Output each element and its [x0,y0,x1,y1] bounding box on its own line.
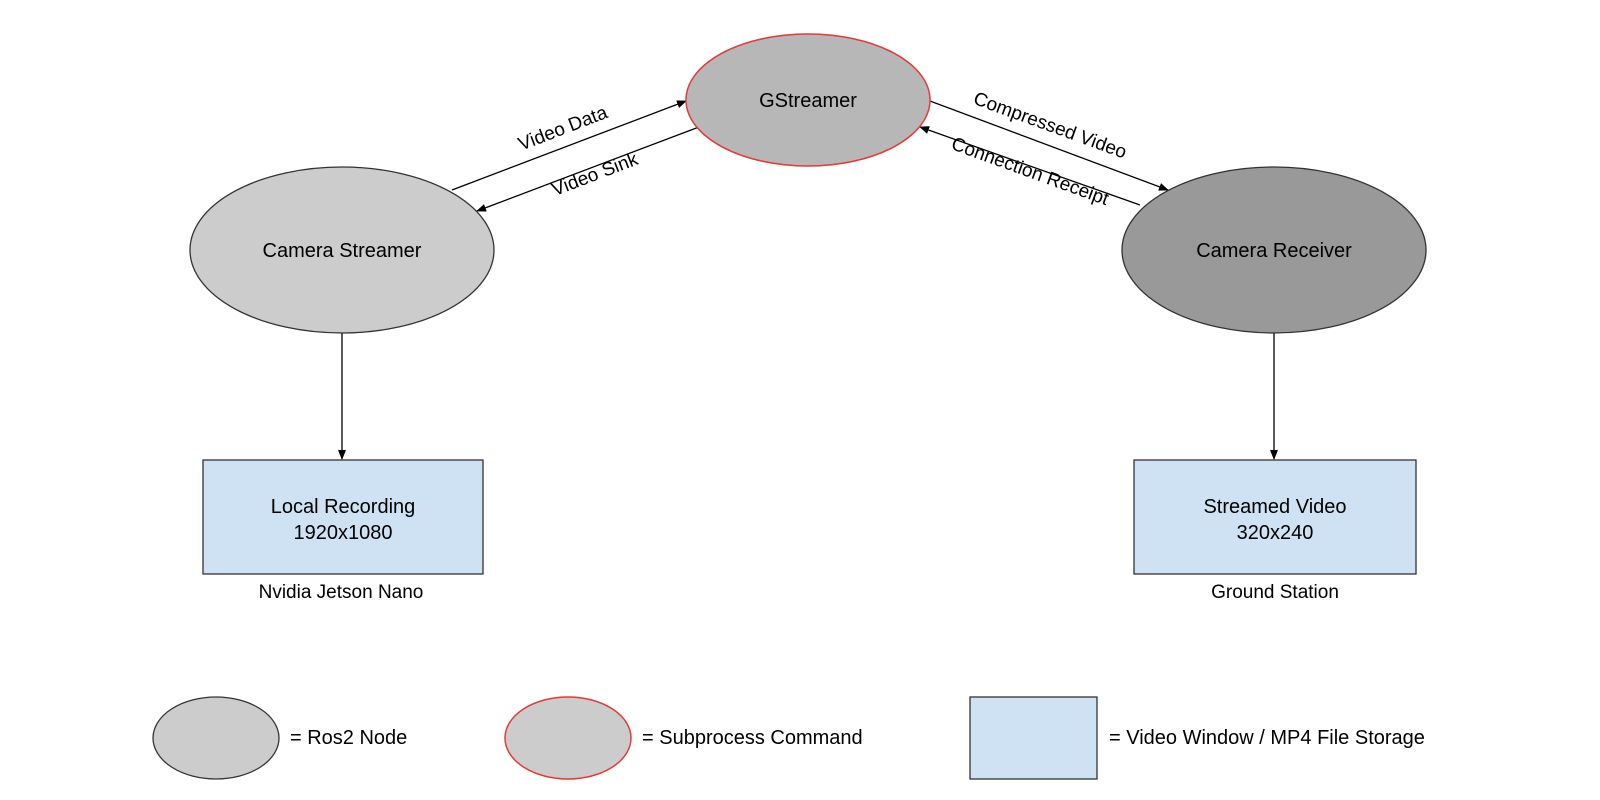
legend-video-window-swatch [969,696,1098,780]
local-recording-resolution: 1920x1080 [294,522,393,544]
edge-connection-receipt [919,126,1141,206]
gstreamer-node: GStreamer [685,33,931,167]
gstreamer-label: GStreamer [759,90,857,112]
legend-video-window-label: = Video Window / MP4 File Storage [1109,727,1425,749]
camera-streamer-node: Camera Streamer [189,166,495,334]
legend-video-window: = Video Window / MP4 File Storage [969,696,1425,780]
legend-ros2-node-swatch [152,696,280,780]
streamed-video-resolution: 320x240 [1237,522,1314,544]
local-recording-box: Local Recording 1920x1080 [202,459,484,575]
edge-video-sink [476,126,700,212]
legend-ros2-node-label: = Ros2 Node [290,727,407,749]
camera-receiver-label: Camera Receiver [1196,240,1352,262]
edge-video-data [451,100,687,191]
edge-label-video-sink: Video Sink [549,149,641,201]
legend-subprocess-label: = Subprocess Command [642,727,863,749]
local-recording-title: Local Recording [271,496,416,518]
camera-streamer-label: Camera Streamer [263,240,422,262]
legend-ros2-node: = Ros2 Node [152,696,407,780]
edge-compressed-video [929,100,1169,191]
legend-subprocess-swatch [504,696,632,780]
legend: = Ros2 Node = Subprocess Command = Video… [152,696,1425,780]
streamed-video-title: Streamed Video [1203,496,1346,518]
streamed-video-caption: Ground Station [1211,582,1339,603]
streamed-video-box: Streamed Video 320x240 [1133,459,1417,575]
camera-receiver-node: Camera Receiver [1121,166,1427,334]
legend-subprocess-command: = Subprocess Command [504,696,863,780]
local-recording-caption: Nvidia Jetson Nano [259,582,424,603]
